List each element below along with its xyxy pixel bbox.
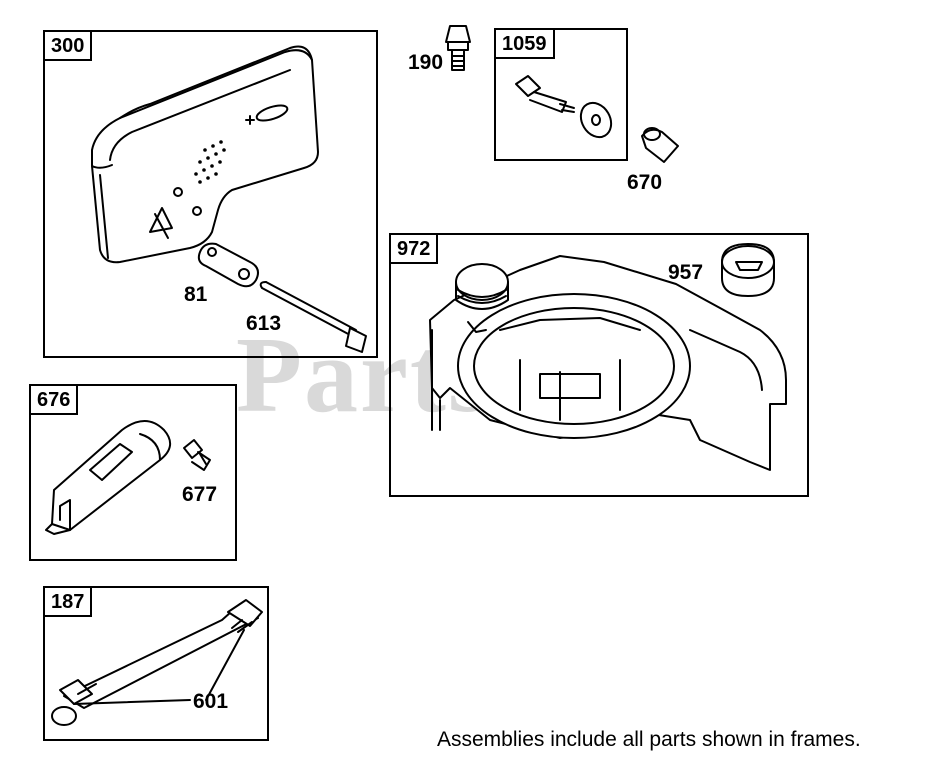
callout-601: 601: [193, 690, 229, 713]
frame-label-972: 972: [389, 233, 439, 264]
frame-972: 972: [389, 233, 809, 497]
callout-613: 613: [246, 312, 282, 335]
frame-label-187: 187: [43, 586, 93, 617]
fuel-line-drawing: [51, 599, 263, 726]
screw-677-drawing: [183, 439, 211, 471]
screw-190-drawing: [445, 25, 471, 71]
frame-label-300: 300: [43, 30, 93, 61]
frame-676: 676: [29, 384, 237, 561]
assemblies-footnote: Assemblies include all parts shown in fr…: [437, 728, 861, 751]
frame-label-676: 676: [29, 384, 79, 415]
frame-1059: 1059: [494, 28, 628, 161]
muffler-drawing: [91, 45, 319, 264]
fuel-tank-drawing: [429, 255, 787, 471]
fuel-cap-drawing: [721, 243, 775, 297]
callout-190: 190: [408, 51, 444, 74]
frame-187: 187: [43, 586, 269, 741]
callout-957: 957: [668, 261, 704, 284]
callout-81: 81: [184, 283, 208, 306]
bracket-drawing: [45, 420, 171, 535]
frame-300: 300: [43, 30, 378, 358]
callout-677: 677: [182, 483, 218, 506]
callout-670: 670: [627, 171, 663, 194]
frame-label-1059: 1059: [494, 28, 555, 59]
long-bolt-drawing: [259, 281, 367, 353]
gasket-drawing: [197, 242, 259, 288]
spacer-drawing: [641, 127, 679, 163]
bolt-washer-drawing: [515, 75, 613, 139]
